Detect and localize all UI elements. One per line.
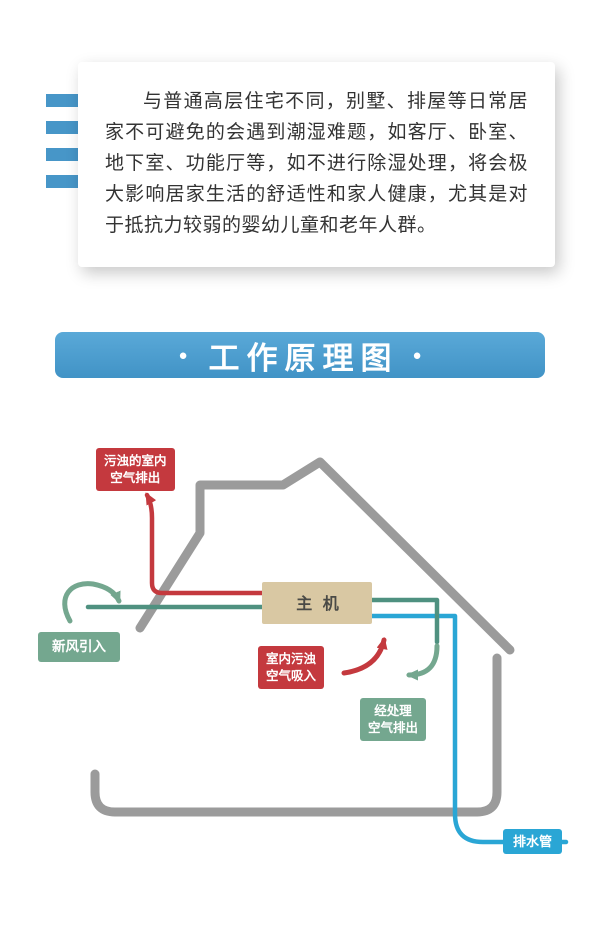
- drain-pipe-line: [369, 613, 569, 845]
- fresh-air-label: 新风引入: [38, 632, 120, 662]
- working-principle-diagram: 主 机 污浊的室内 空气排出 新风引入 室内污浊 空气吸入 经处理 空气排出 排…: [0, 430, 600, 930]
- house-airflow-svg: 主 机: [62, 457, 569, 845]
- drain-pipe-label-text: 排水管: [513, 834, 553, 849]
- decor-stripe: [46, 94, 88, 107]
- indoor-suction-label-line1: 室内污浊: [266, 652, 317, 666]
- decor-stripe: [46, 148, 88, 161]
- treated-air-label-line1: 经处理: [374, 704, 412, 718]
- exhaust-air-label: 污浊的室内 空气排出: [96, 448, 175, 491]
- exhaust-air-label-line2: 空气排出: [110, 470, 161, 485]
- section-banner: ● 工作原理图 ●: [55, 332, 545, 378]
- treated-air-label: 经处理 空气排出: [360, 698, 427, 741]
- fresh-air-arrow: [62, 581, 122, 624]
- main-unit-label: 主 机: [296, 594, 341, 613]
- treated-air-duct-line: [365, 597, 440, 645]
- house-wall-floor-line: [90, 653, 502, 817]
- decor-stripe: [46, 175, 88, 188]
- bullet-right-icon: ●: [412, 347, 422, 364]
- decor-stripes: [46, 94, 88, 202]
- intro-card: 与普通高层住宅不同，别墅、排屋等日常居家不可避免的会遇到潮湿难题，如客厅、卧室、…: [78, 62, 555, 267]
- bullet-left-icon: ●: [178, 347, 188, 364]
- treated-air-arrow: [406, 643, 440, 681]
- exhaust-air-label-line1: 污浊的室内: [104, 454, 167, 468]
- decor-stripe: [46, 121, 88, 134]
- drain-pipe-label: 排水管: [503, 829, 563, 855]
- indoor-suction-label-line2: 空气吸入: [266, 668, 317, 683]
- treated-air-label-line2: 空气排出: [368, 720, 419, 735]
- banner-title: 工作原理图: [208, 340, 399, 376]
- fresh-air-label-text: 新风引入: [52, 639, 106, 654]
- suction-arrow: [341, 637, 388, 676]
- intro-text: 与普通高层住宅不同，别墅、排屋等日常居家不可避免的会遇到潮湿难题，如客厅、卧室、…: [105, 91, 528, 236]
- indoor-suction-label: 室内污浊 空气吸入: [258, 646, 325, 689]
- main-unit-box: [262, 582, 372, 624]
- exhaust-duct-line: [144, 492, 271, 596]
- house-roof-line: [135, 457, 515, 655]
